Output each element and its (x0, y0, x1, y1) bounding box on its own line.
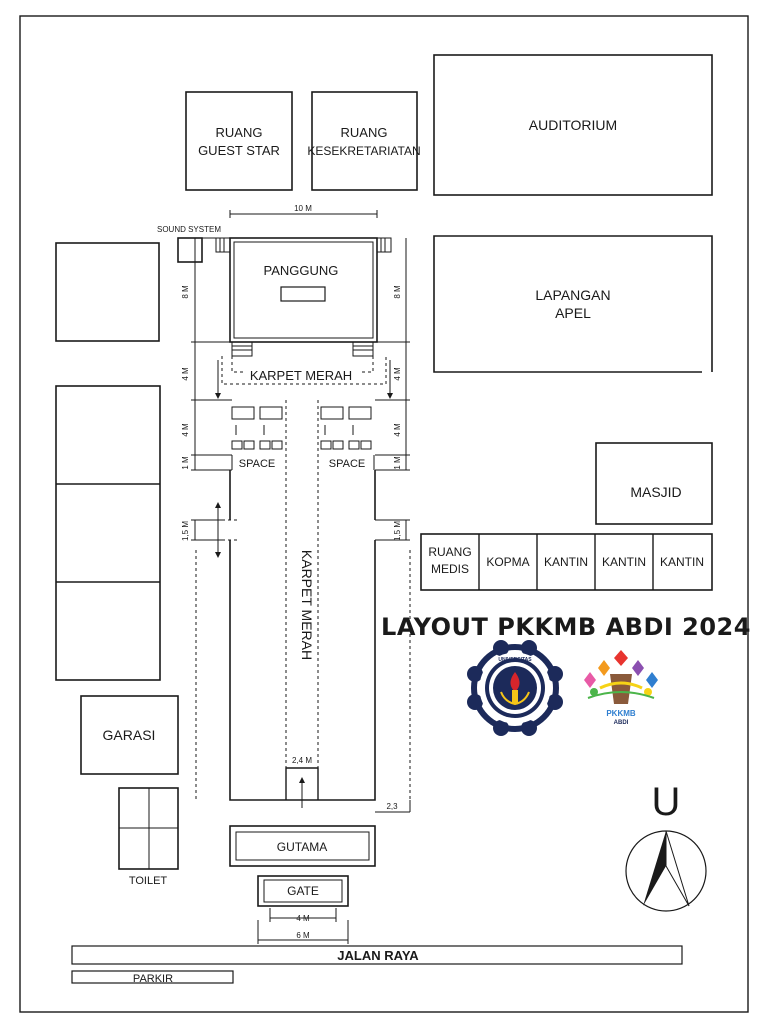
ruang-guest-star: RUANG GUEST STAR (185, 91, 293, 191)
compass: U (625, 780, 707, 912)
dim-10m-label: 10 M (294, 204, 312, 213)
jalan-raya: JALAN RAYA (71, 945, 683, 965)
toilet-label: TOILET (129, 875, 168, 887)
kantin-3-label: KANTIN (660, 555, 704, 569)
sound-system-label: SOUND SYSTEM (157, 225, 221, 234)
university-logo: UNIVERSITAS (467, 640, 563, 736)
karpet-merah-top: KARPET MERAH (215, 356, 393, 399)
kantin-1-label: KANTIN (544, 555, 588, 569)
lapangan-label-2: APEL (555, 305, 591, 321)
dim-side-2-3: 2,3 (386, 802, 398, 811)
shops-row: RUANG MEDIS KOPMA KANTIN KANTIN KANTIN (420, 533, 713, 591)
university-ring-text: UNIVERSITAS (498, 657, 532, 663)
kantin-2-label: KANTIN (602, 555, 646, 569)
lapangan-apel: LAPANGAN APEL (433, 235, 713, 373)
seating-area (231, 406, 372, 450)
masjid: MASJID (595, 442, 713, 525)
dim-left-1m: 1 M (181, 456, 190, 470)
page-border (19, 15, 749, 1013)
sound-system: SOUND SYSTEM (157, 225, 221, 263)
left-dimension-column: 8 M 4 M 4 M 1 M (181, 238, 232, 471)
dimension-10m: 10 M (229, 204, 378, 218)
gate: GATE 4 M 6 M (257, 875, 349, 944)
panggung: PANGGUNG (215, 237, 392, 357)
left-building-top (55, 242, 160, 342)
right-dimension-column: 8 M 4 M 4 M 1 M (375, 238, 410, 471)
gutama: GUTAMA (229, 825, 376, 867)
rear-entrance: 2,4 M 2,3 (285, 756, 411, 813)
garasi-label: GARASI (103, 727, 156, 743)
ruang-kesekretariatan-label-2: KESEKRETARIATAN (307, 144, 420, 158)
dim-left-8m: 8 M (181, 285, 190, 299)
dim-left-1-5m: 1,5 M (181, 521, 190, 541)
ruang-medis-label-1: RUANG (428, 545, 471, 559)
auditorium: AUDITORIUM (433, 54, 713, 196)
panggung-label: PANGGUNG (264, 263, 339, 278)
space-left-label: SPACE (239, 458, 275, 470)
dim-gate-6m: 6 M (296, 931, 310, 940)
ruang-kesekretariatan: RUANG KESEKRETARIATAN (307, 91, 421, 191)
dim-right-4m-b: 4 M (393, 423, 402, 437)
karpet-merah-top-label: KARPET MERAH (250, 368, 352, 383)
dim-right-4m-a: 4 M (393, 367, 402, 381)
karpet-merah-aisle: KARPET MERAH (285, 400, 319, 768)
gate-label: GATE (287, 884, 319, 898)
compass-letter: U (652, 780, 681, 824)
dim-gate-4m: 4 M (296, 914, 310, 923)
pkkmb-logo: PKKMB ABDI (580, 648, 662, 726)
page-title: LAYOUT PKKMB ABDI 2024 (381, 613, 751, 641)
dim-right-1m: 1 M (393, 456, 402, 470)
dim-aisle-2-4m: 2,4 M (292, 756, 312, 765)
toilet: TOILET (118, 787, 179, 887)
compass-needle-icon (643, 831, 666, 906)
dim-right-1-5m: 1,5 M (393, 521, 402, 541)
pkkmb-logo-text-1: PKKMB (606, 709, 636, 718)
auditorium-label: AUDITORIUM (529, 117, 617, 133)
parkir: PARKIR (71, 970, 234, 985)
kopma-label: KOPMA (486, 555, 529, 569)
dim-right-8m: 8 M (393, 285, 402, 299)
parkir-label: PARKIR (133, 973, 173, 985)
gutama-label: GUTAMA (277, 840, 327, 854)
ruang-guest-star-label-1: RUANG (216, 125, 263, 140)
lapangan-label-1: LAPANGAN (535, 287, 610, 303)
masjid-label: MASJID (630, 484, 681, 500)
ruang-kesekretariatan-label-1: RUANG (341, 125, 388, 140)
left-building-tall (55, 385, 161, 681)
ruang-guest-star-label-2: GUEST STAR (198, 143, 280, 158)
space-right-label: SPACE (329, 458, 365, 470)
side-doors: 1,5 M 1,5 M (181, 502, 411, 800)
garasi: GARASI (80, 695, 179, 775)
dim-left-4m-a: 4 M (181, 367, 190, 381)
karpet-merah-aisle-label: KARPET MERAH (299, 550, 315, 660)
ruang-medis-label-2: MEDIS (431, 562, 469, 576)
pkkmb-logo-text-2: ABDI (614, 720, 629, 726)
dim-left-4m-b: 4 M (181, 423, 190, 437)
jalan-raya-label: JALAN RAYA (337, 948, 419, 963)
space-row: SPACE SPACE (231, 455, 375, 470)
